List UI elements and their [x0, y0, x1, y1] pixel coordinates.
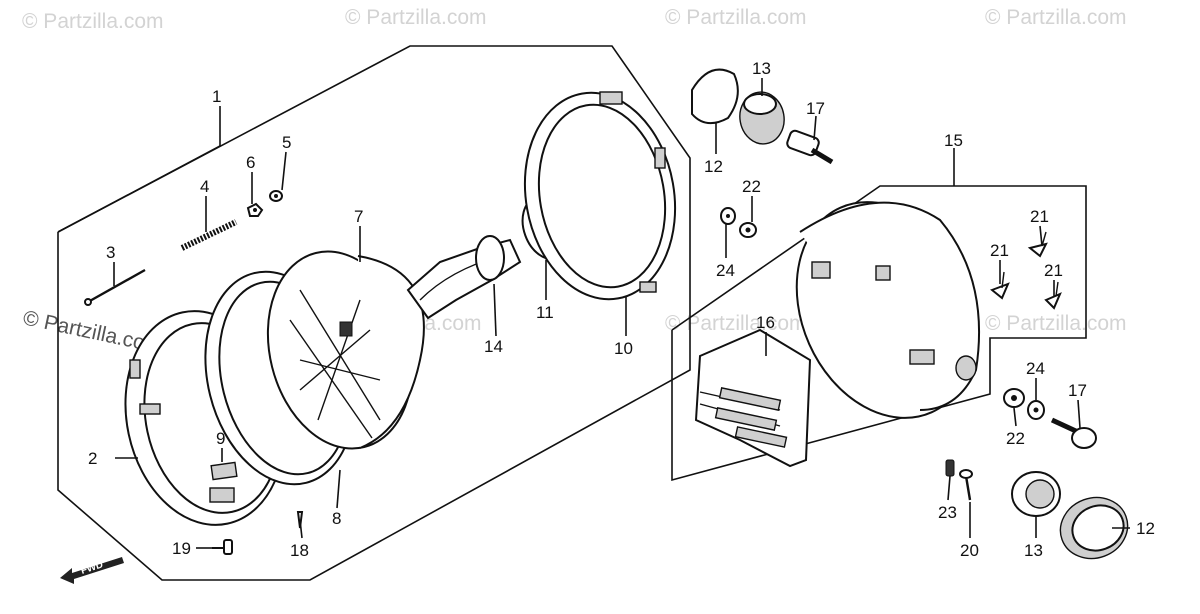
callout-12-upper: 12: [704, 157, 723, 176]
callout-24-upper: 24: [716, 261, 735, 280]
rim-screw: [212, 539, 233, 555]
callout-22-lower: 22: [1006, 429, 1025, 448]
nut-24-upper: [720, 207, 736, 225]
turn-signal-lens-lower: [1059, 496, 1129, 560]
callout-12-lower: 12: [1136, 519, 1155, 538]
watermark: © Partzilla.com: [985, 312, 1127, 335]
nut-24-lower: [1027, 400, 1045, 420]
watermark: © Partzilla.com: [985, 6, 1127, 29]
case-screw-21a: [1027, 231, 1048, 258]
washer: [269, 190, 283, 202]
callout-21-b: 21: [990, 241, 1009, 260]
callout-21-a: 21: [1030, 207, 1049, 226]
signal-bolt-upper: [786, 129, 834, 165]
callout-23: 23: [938, 503, 957, 522]
signal-bolt-lower: [1050, 417, 1097, 449]
headlight-rim: [124, 310, 286, 526]
callout-5: 5: [282, 133, 291, 152]
callout-13-lower: 13: [1024, 541, 1043, 560]
callout-16: 16: [756, 313, 775, 332]
callout-8: 8: [332, 509, 341, 528]
callout-19: 19: [172, 539, 191, 558]
watermark: © Partzilla.com: [665, 312, 807, 335]
screw-20: [959, 469, 973, 501]
turn-signal-lens-upper: [691, 68, 739, 125]
callout-15: 15: [944, 131, 963, 150]
washer-22-upper: [739, 222, 757, 238]
callout-22-upper: 22: [742, 177, 761, 196]
assembly-outline-case: [671, 185, 1087, 482]
nut: [246, 202, 264, 217]
callout-4: 4: [200, 177, 209, 196]
case-screw-21c: [1044, 281, 1062, 310]
watermark: © Partzilla.com: [345, 6, 487, 29]
callout-1: 1: [212, 87, 221, 106]
case-screw-21b: [990, 271, 1010, 300]
callout-21-c: 21: [1044, 261, 1063, 280]
callout-9: 9: [216, 429, 225, 448]
headlight-socket: [406, 235, 522, 320]
callout-7: 7: [354, 207, 363, 226]
callout-14: 14: [484, 337, 503, 356]
mounting-ring: [523, 91, 677, 301]
callout-18: 18: [290, 541, 309, 560]
callout-13-upper: 13: [752, 59, 771, 78]
callout-10: 10: [614, 339, 633, 358]
adjust-screw: [84, 268, 146, 306]
screw-23: [945, 459, 955, 477]
watermark: © Partzilla.com: [22, 10, 164, 33]
callout-17-lower: 17: [1068, 381, 1087, 400]
assembly-outline-headlight: [57, 45, 691, 581]
connector-block: [694, 328, 812, 468]
callout-20: 20: [960, 541, 979, 560]
callout-2: 2: [88, 449, 97, 468]
headlight-unit: [266, 250, 425, 450]
callout-6: 6: [246, 153, 255, 172]
forward-direction-arrow: FWD: [60, 557, 124, 584]
callout-24-lower: 24: [1026, 359, 1045, 378]
leader-lines: [57, 78, 1130, 549]
fwd-label: FWD: [80, 559, 105, 577]
headlight-case: [795, 201, 981, 419]
clip: [210, 461, 238, 481]
callout-11: 11: [536, 303, 554, 322]
callout-numbers: 1 2 3 4 5 6 7 8 9 10 11 12 12 13 13 14 1…: [88, 59, 1155, 560]
turn-signal-housing-lower: [1011, 471, 1061, 517]
callout-17-upper: 17: [806, 99, 825, 118]
turn-signal-housing-upper: [739, 91, 785, 145]
watermark: © Partzilla.com: [665, 6, 807, 29]
callout-3: 3: [106, 243, 115, 262]
spring: [180, 219, 238, 251]
washer-22-lower: [1003, 388, 1025, 408]
